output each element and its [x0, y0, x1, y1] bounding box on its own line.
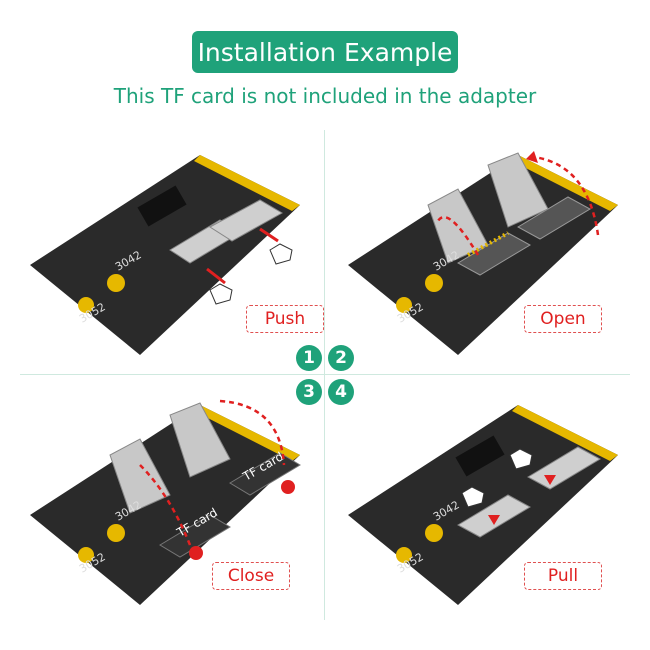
hand-icon [269, 243, 293, 265]
hand-icon [509, 448, 533, 470]
page-subtitle: This TF card is not included in the adap… [113, 84, 537, 108]
adapter-board [30, 155, 300, 355]
card-slot-b [526, 446, 602, 490]
card-slot-b [516, 196, 592, 240]
open-cover-a [109, 438, 171, 514]
panel-push-illustration: 3042 3052 [30, 155, 300, 355]
mount-hole-a [107, 274, 125, 292]
panel-pull-illustration: 3042 3052 [348, 405, 618, 605]
arrowhead-icon [526, 151, 538, 163]
mount-hole-b [78, 297, 94, 313]
open-arrow-icon [436, 215, 480, 256]
action-label-open: Open [524, 305, 602, 333]
gold-contacts [512, 405, 618, 461]
push-arrow-icon [259, 227, 279, 243]
mount-hole-b [78, 547, 94, 563]
action-label-push: Push [246, 305, 324, 333]
step-marker-icon [189, 546, 203, 560]
gold-contacts [512, 155, 618, 211]
tf-card-b [229, 452, 301, 496]
mount-hole-a [425, 274, 443, 292]
action-label-close: Close [212, 562, 290, 590]
chip [137, 185, 187, 227]
vertical-divider [324, 130, 325, 620]
push-arrow-icon [206, 267, 226, 285]
adapter-board [348, 405, 618, 605]
step-badge-4: 4 [328, 379, 354, 405]
gold-contacts [194, 405, 300, 461]
step-marker-icon [281, 480, 295, 494]
chip [455, 435, 505, 477]
step-badge-2: 2 [328, 345, 354, 371]
step-badge-1: 1 [296, 345, 322, 371]
action-label-pull: Pull [524, 562, 602, 590]
tf-card-a [159, 514, 231, 558]
page-title: Installation Example [197, 37, 453, 67]
horizontal-divider [20, 374, 630, 375]
open-cover-b [487, 152, 549, 228]
mount-hole-b [396, 547, 412, 563]
mount-hole-a [107, 524, 125, 542]
card-slot-b [209, 199, 284, 242]
adapter-board [30, 405, 300, 605]
mount-hole-b [396, 297, 412, 313]
panel-open-illustration: 3042 3052 [348, 151, 618, 355]
close-arrow-icon [219, 399, 286, 466]
pull-arrow-icon [544, 475, 556, 485]
pull-arrow-icon [488, 515, 500, 525]
hand-icon [461, 486, 485, 508]
title-banner: Installation Example [192, 31, 458, 73]
step-badge-3: 3 [296, 379, 322, 405]
panel-close-illustration: TF card TF card 3042 3052 [30, 399, 301, 605]
close-arrow-icon [139, 464, 192, 546]
gold-contacts [194, 155, 300, 211]
open-cover-b [169, 402, 231, 478]
hand-icon [209, 283, 233, 305]
mount-hole-a [425, 524, 443, 542]
